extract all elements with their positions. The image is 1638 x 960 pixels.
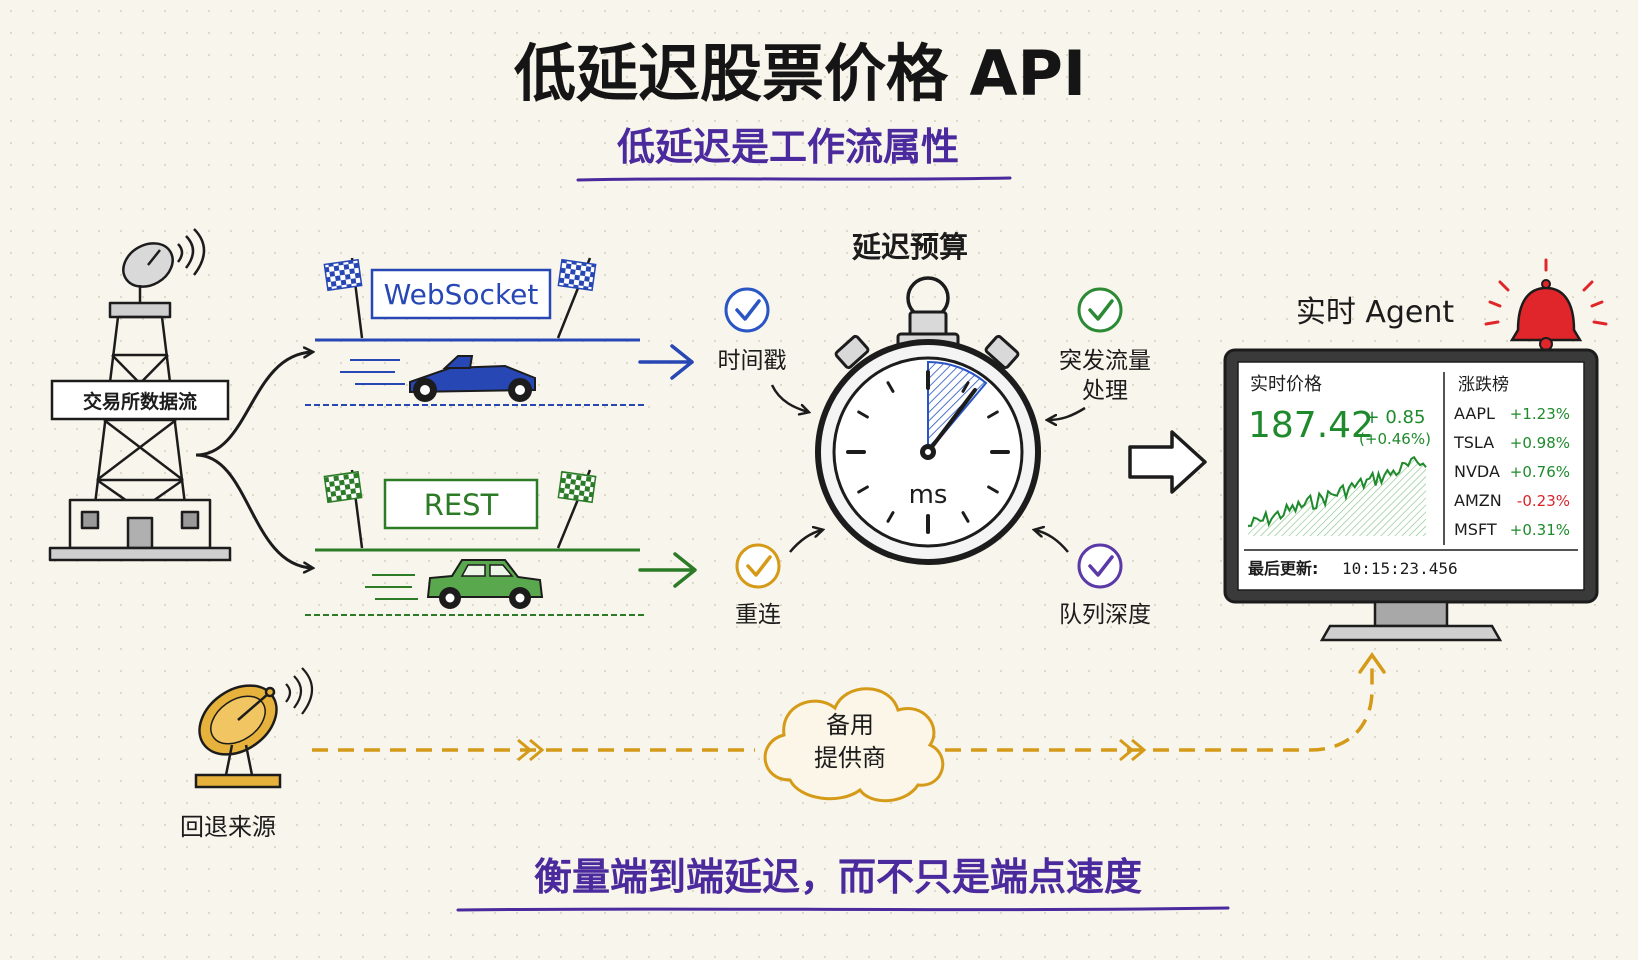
source-label: 交易所数据流 — [83, 390, 197, 413]
fallback-dish-icon — [194, 667, 314, 789]
websocket-label: WebSocket — [384, 278, 539, 311]
fallback-chevron-icon — [1119, 738, 1147, 762]
page-title: 低延迟股票价格 API — [514, 37, 1086, 110]
checkered-flag-icon — [323, 258, 363, 292]
checkmark-icon — [1088, 555, 1114, 577]
fallback-dashed-path-2 — [945, 665, 1374, 752]
stopwatch-icon — [815, 276, 1041, 565]
movers-title: 涨跌榜 — [1458, 375, 1509, 395]
budget-unit: ms — [909, 480, 948, 510]
dial-tick — [857, 410, 869, 419]
mover-ticker: AAPL — [1454, 404, 1495, 423]
to-agent-arrow — [1128, 430, 1207, 494]
page-subtitle: 低延迟是工作流属性 — [617, 125, 959, 169]
dial-tick — [987, 485, 999, 494]
checkered-flag-icon — [557, 470, 597, 504]
price-value: 187.42 — [1248, 405, 1374, 446]
updated-label: 最后更新: — [1248, 559, 1318, 578]
budget-title: 延迟预算 — [851, 230, 968, 264]
dial-tick — [961, 381, 970, 393]
fallback-label: 回退来源 — [180, 813, 276, 841]
dial-tick — [987, 410, 999, 419]
dial-tick — [857, 485, 869, 494]
mover-ticker: TSLA — [1453, 433, 1494, 452]
dial-tick — [886, 381, 895, 393]
sparkline — [1247, 455, 1427, 528]
mover-change: -0.23% — [1517, 492, 1570, 510]
mover-change: +0.98% — [1510, 434, 1570, 452]
check-burst-label-2: 处理 — [1082, 378, 1128, 404]
check-reconnect-label: 重连 — [735, 602, 781, 628]
mover-ticker: AMZN — [1454, 491, 1502, 510]
subtitle-underline — [576, 176, 1012, 182]
checkered-flag-icon — [557, 258, 597, 292]
mover-change: +0.76% — [1510, 463, 1570, 481]
alarm-bell-icon — [1484, 258, 1608, 351]
backup-provider-line2: 提供商 — [814, 744, 886, 772]
rest-forward-arrow — [638, 552, 697, 588]
mover-change: +1.23% — [1510, 405, 1570, 423]
sedan-car-icon — [426, 559, 544, 609]
movers-list: AAPL +1.23% TSLA +0.98% NVDA +0.76% AMZN -0.23%… — [1453, 404, 1570, 539]
agent-title: 实时 Agent — [1296, 295, 1455, 330]
checkmark-icon — [1088, 299, 1114, 321]
tower-dish-icon — [122, 228, 206, 305]
footer-text: 衡量端到端延迟，而不只是端点速度 — [534, 855, 1142, 899]
dial-tick — [886, 511, 895, 523]
websocket-forward-arrow — [638, 344, 694, 380]
price-label: 实时价格 — [1250, 374, 1322, 395]
fallback-up-arrow — [1358, 651, 1386, 674]
rest-label: REST — [424, 488, 499, 522]
backup-provider-cloud-icon — [763, 687, 945, 803]
price-change: + 0.85 — [1365, 407, 1426, 428]
updated-time: 10:15:23.456 — [1342, 559, 1458, 578]
fallback-chevron-icon — [517, 738, 545, 762]
check-queue-depth-label: 队列深度 — [1059, 602, 1151, 628]
check-reconnect: 重连 — [735, 530, 822, 628]
check-queue-depth: 队列深度 — [1035, 530, 1151, 628]
checkmark-icon — [735, 299, 761, 321]
split-arrow-websocket — [195, 352, 312, 457]
mover-ticker: MSFT — [1454, 520, 1497, 539]
latency-budget-sector — [927, 360, 988, 455]
check-burst: 突发流量 处理 — [1048, 287, 1151, 420]
race-car-icon — [409, 355, 536, 402]
check-timestamp-label: 时间戳 — [718, 348, 787, 374]
dial-ticks — [846, 370, 1010, 534]
dial-tick — [961, 511, 970, 523]
mover-ticker: NVDA — [1454, 462, 1500, 481]
rest-lane: REST — [305, 469, 697, 616]
mover-change: +0.31% — [1510, 521, 1570, 539]
split-arrow-rest — [195, 453, 312, 568]
backup-provider-line1: 备用 — [826, 711, 874, 739]
source-label-box — [50, 379, 230, 421]
footer-underline — [456, 906, 1230, 912]
checkered-flag-icon — [323, 470, 363, 504]
check-burst-label: 突发流量 — [1059, 348, 1151, 374]
websocket-lane: WebSocket — [305, 257, 694, 406]
check-timestamp: 时间戳 — [718, 287, 809, 412]
price-change-pct: (+0.46%) — [1359, 430, 1431, 448]
checkmark-icon — [746, 555, 772, 577]
